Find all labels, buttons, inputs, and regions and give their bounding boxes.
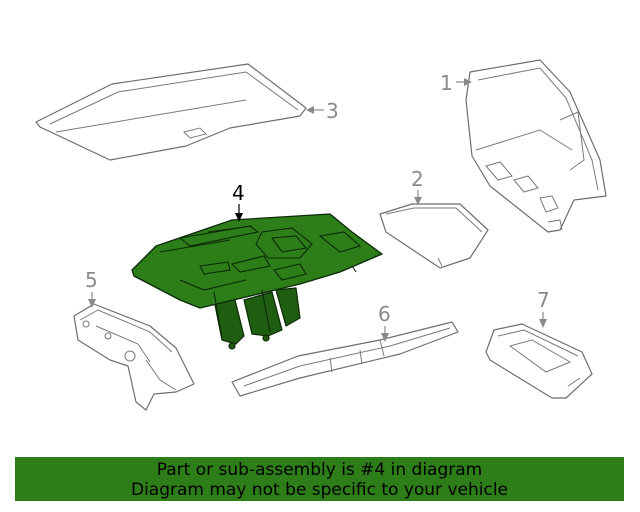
callout-3: 3 <box>306 99 339 123</box>
callout-2: 2 <box>411 167 424 205</box>
callout-6: 6 <box>378 302 391 342</box>
callout-2-number: 2 <box>411 167 424 191</box>
callout-3-number: 3 <box>326 99 339 123</box>
part-7-storage-bin[interactable] <box>485 323 593 399</box>
part-6-sill-trim-strip[interactable] <box>231 321 459 397</box>
callout-5: 5 <box>85 268 98 308</box>
banner-line-part-number: Part or sub-assembly is #4 in diagram <box>156 460 483 480</box>
callout-5-number: 5 <box>85 268 98 292</box>
part-1-side-trim[interactable] <box>465 59 607 233</box>
part-2-tray-cover[interactable] <box>379 203 489 269</box>
callout-4: 4 <box>232 181 245 222</box>
diagram-notice-banner: Part or sub-assembly is #4 in diagram Di… <box>15 457 624 501</box>
callout-1: 1 <box>440 71 472 95</box>
callout-6-number: 6 <box>378 302 391 326</box>
callout-7: 7 <box>537 288 550 328</box>
part-4-storage-tray-highlighted[interactable] <box>131 213 383 350</box>
callout-7-number: 7 <box>537 288 550 312</box>
part-5-side-bracket[interactable] <box>73 303 195 411</box>
callout-4-number: 4 <box>232 181 245 205</box>
part-3-cargo-cover[interactable] <box>35 63 307 161</box>
banner-line-disclaimer: Diagram may not be specific to your vehi… <box>130 480 508 500</box>
callout-1-number: 1 <box>440 71 453 95</box>
